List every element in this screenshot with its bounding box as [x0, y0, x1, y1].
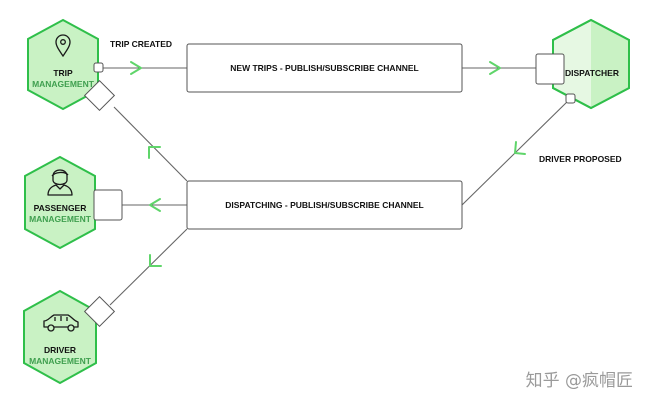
passenger-subscribe-port: [93, 189, 123, 221]
dispatching-channel-label: DISPATCHING - PUBLISH/SUBSCRIBE CHANNEL: [225, 200, 424, 210]
arrow-right-to-dispatcher: [489, 61, 501, 75]
new-trips-channel: NEW TRIPS - PUBLISH/SUBSCRIBE CHANNEL: [186, 43, 463, 93]
trip-service-subtitle: MANAGEMENT: [32, 79, 95, 89]
trip-created-label: TRIP CREATED: [110, 39, 172, 49]
dispatching-to-driver-line: [109, 228, 188, 306]
trip-subscribe-port: [83, 79, 116, 112]
arrow-up-to-trip: [148, 146, 161, 159]
passenger-management-service: PASSENGER MANAGEMENT: [24, 155, 123, 250]
driver-service-subtitle: MANAGEMENT: [29, 356, 92, 366]
dispatcher-publish-port: [565, 93, 576, 104]
new-trips-channel-label: NEW TRIPS - PUBLISH/SUBSCRIBE CHANNEL: [230, 63, 418, 73]
dispatcher-service-title: DISPATCHER: [565, 68, 619, 78]
arrow-down-driver-proposed: [514, 141, 526, 155]
trip-management-service: TRIP MANAGEMENT: [27, 18, 116, 112]
new-trips-channel-box: [186, 43, 463, 93]
driver-management-hexagon: [23, 289, 97, 385]
dispatching-channel: DISPATCHING - PUBLISH/SUBSCRIBE CHANNEL: [186, 180, 463, 230]
driver-management-service: DRIVER MANAGEMENT: [23, 289, 116, 385]
dispatching-channel-box: [186, 180, 463, 230]
map-pin-icon: [55, 34, 71, 58]
person-icon: [47, 169, 73, 196]
flow-arrows: [130, 61, 526, 267]
passenger-management-hexagon: [24, 155, 96, 250]
arrow-left-to-passenger: [149, 198, 161, 212]
dispatcher-hexagon-outline: [552, 18, 630, 110]
dispatcher-service: DISPATCHER: [535, 18, 630, 110]
trip-management-hexagon: [27, 18, 99, 111]
driver-proposed-label: DRIVER PROPOSED: [539, 154, 622, 164]
dispatching-to-trip-line: [113, 106, 188, 182]
passenger-service-title: PASSENGER: [34, 203, 87, 213]
trip-publish-port: [93, 62, 104, 73]
dispatcher-subscribe-port: [535, 53, 565, 85]
arrow-down-to-driver: [149, 254, 162, 267]
dispatcher-hexagon-accent: [591, 20, 629, 108]
watermark: 知乎 @疯帽匠: [526, 371, 633, 391]
trip-service-title: TRIP: [53, 68, 73, 78]
driver-subscribe-port: [83, 295, 116, 328]
passenger-service-subtitle: MANAGEMENT: [29, 214, 92, 224]
arrow-right-trip-created: [130, 61, 142, 75]
driver-service-title: DRIVER: [44, 345, 76, 355]
car-icon: [43, 314, 79, 332]
